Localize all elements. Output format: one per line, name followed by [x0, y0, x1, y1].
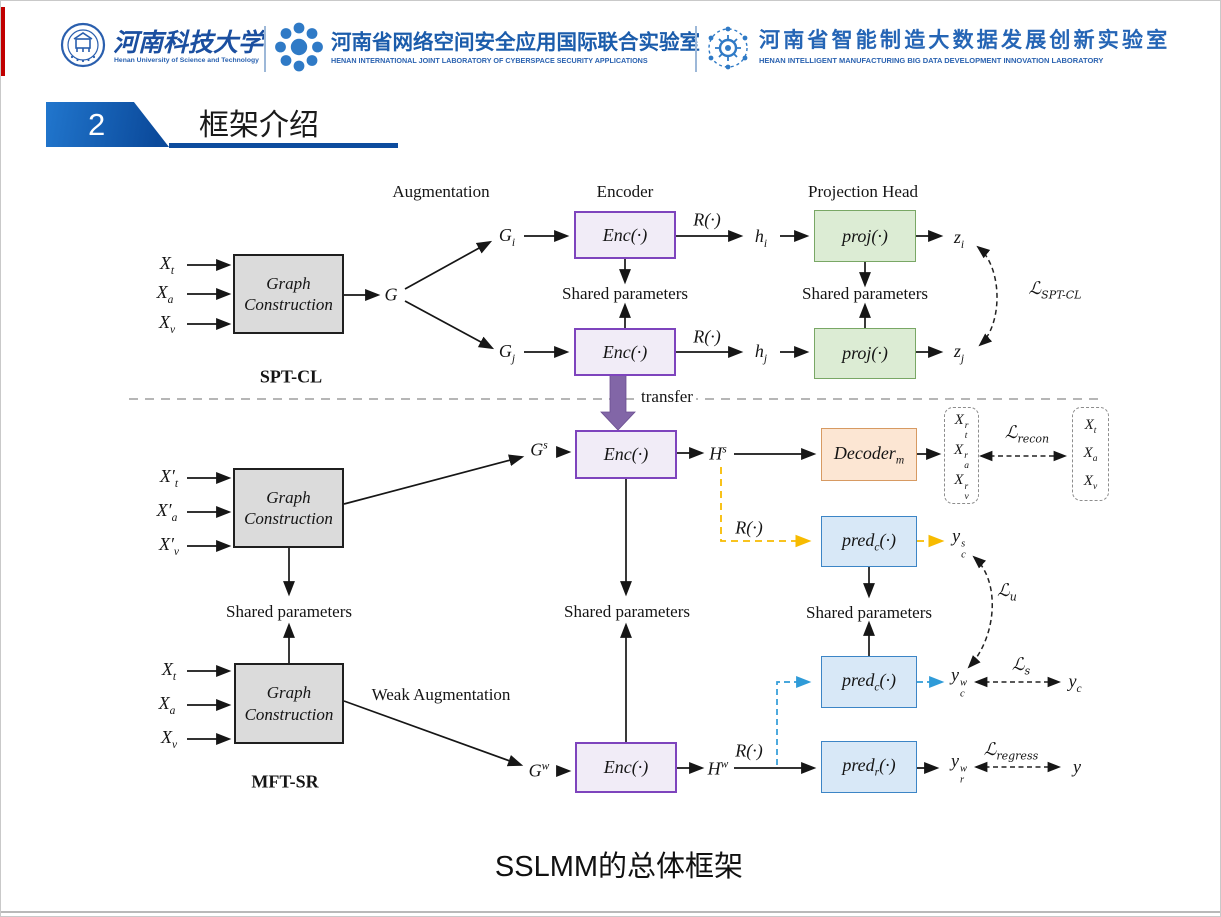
label-loss-recon: ℒrecon [1004, 422, 1050, 446]
label-x-v: Xv [1083, 472, 1098, 492]
label-g-j: Gj [498, 341, 516, 365]
loss-arrows [967, 245, 1068, 773]
label-encoder: Encoder [596, 182, 654, 201]
label-xprime-t: X′t [159, 466, 179, 490]
label-x-t: Xt [159, 253, 175, 277]
label-h-i: hi [754, 226, 768, 250]
pred-r-box: predr(·) [821, 741, 917, 793]
encoder-box-gw: Enc(·) [575, 742, 677, 793]
label-shared-parameters-preds: Shared parameters [805, 603, 933, 622]
graph-construction-box-sptcl: Graph Construction [233, 254, 344, 334]
graph-construction-box-mft-weak: Graph Construction [234, 663, 344, 744]
label-weak-augmentation: Weak Augmentation [371, 685, 511, 704]
pred-c-box-weak: predc(·) [821, 656, 917, 708]
label-readout-fn: R(·) [735, 517, 763, 538]
header-divider [264, 26, 266, 72]
original-inputs-group: Xt Xa Xv [1072, 407, 1109, 501]
label-loss-u: ℒu [997, 580, 1017, 604]
label-xprime-a: X′a [156, 500, 178, 524]
bigdata-lab-logo-icon [708, 26, 748, 70]
label-g: G [384, 284, 398, 305]
bigdata-lab-name-en: HENAN INTELLIGENT MANUFACTURING BIG DATA… [759, 56, 1104, 65]
encoder-box-gs: Enc(·) [575, 430, 677, 479]
encoder-box-gi: Enc(·) [574, 211, 676, 259]
encoder-box-gj: Enc(·) [574, 328, 676, 376]
label-augmentation: Augmentation [392, 182, 490, 201]
label-h-w: Hw [707, 758, 729, 779]
label-x-a: Xa [156, 282, 174, 306]
label-spt-cl: SPT-CL [259, 366, 323, 387]
label-g-s: Gs [530, 439, 548, 460]
pred-c-box-strong: predc(·) [821, 516, 917, 567]
label-readout-fn: R(·) [735, 740, 763, 761]
projection-box-zi: proj(·) [814, 210, 916, 262]
university-seal-icon [60, 22, 106, 68]
transfer-arrow [600, 374, 636, 431]
university-name-en: Henan University of Science and Technolo… [114, 57, 259, 64]
label-z-i: zi [953, 227, 965, 251]
label-readout-fn: R(·) [693, 326, 721, 347]
label-projection-head: Projection Head [808, 182, 918, 201]
label-x-a: Xa [1083, 444, 1098, 464]
university-name-cn: 河南科技大学 [113, 28, 264, 57]
header: 河南科技大学 Henan University of Science and T… [1, 1, 1220, 91]
label-g-w: Gw [528, 760, 550, 781]
section-title-underline [169, 143, 398, 148]
label-y: y [1073, 756, 1081, 777]
label-mft-sr: MFT-SR [251, 771, 319, 792]
label-loss-regress: ℒregress [983, 739, 1039, 763]
section-number: 2 [88, 106, 106, 142]
label-x-v: Xv [160, 727, 178, 751]
cyberspace-lab-name-en: HENAN INTERNATIONAL JOINT LABORATORY OF … [331, 56, 648, 65]
label-shared-parameters-encoders-bottom: Shared parameters [563, 602, 691, 621]
label-y-c: yc [1068, 671, 1082, 695]
label-shared-parameters-graphs: Shared parameters [225, 602, 353, 621]
label-h-s: Hs [709, 443, 727, 464]
label-xprime-v: X′v [158, 534, 180, 558]
header-divider [695, 26, 697, 72]
label-loss-spt-cl: ℒSPT-CL [1028, 278, 1082, 302]
graph-line2: Construction [244, 295, 333, 314]
label-shared-parameters-projections: Shared parameters [801, 284, 929, 303]
graph-line1: Graph [266, 273, 311, 293]
graph-line2: Construction [244, 509, 333, 528]
bigdata-lab-name-cn: 河南省智能制造大数据发展创新实验室 [759, 29, 1171, 52]
cyberspace-lab-logo-icon [275, 22, 323, 72]
decoder-box: Decoderm [821, 428, 917, 481]
label-x-t: Xt [161, 659, 177, 683]
graph-line2: Construction [244, 704, 334, 724]
figure-caption: SSLMM的总体框架 [494, 851, 744, 883]
red-accent-bar [1, 7, 5, 76]
label-x-t: Xt [1084, 416, 1097, 436]
cyberspace-lab-name-cn: 河南省网络空间安全应用国际联合实验室 [331, 31, 700, 54]
section-title: 框架介绍 [199, 109, 319, 142]
label-h-j: hj [754, 341, 768, 365]
projection-box-zj: proj(·) [814, 328, 916, 379]
graph-line1: Graph [266, 487, 311, 507]
label-x-v: Xv [158, 312, 176, 336]
label-shared-parameters-encoders-top: Shared parameters [561, 284, 689, 303]
label-transfer: transfer [638, 387, 696, 407]
graph-construction-box-mft-strong: Graph Construction [233, 468, 344, 548]
slide-bottom-rule [1, 911, 1220, 913]
label-loss-s: ℒs [1011, 654, 1031, 678]
graph-line1: Graph [266, 683, 312, 703]
label-g-i: Gi [498, 225, 516, 249]
label-z-j: zj [953, 341, 965, 365]
label-x-a: Xa [158, 693, 176, 717]
label-readout-fn: R(·) [693, 209, 721, 230]
section-number-flag: 2 [46, 102, 169, 147]
